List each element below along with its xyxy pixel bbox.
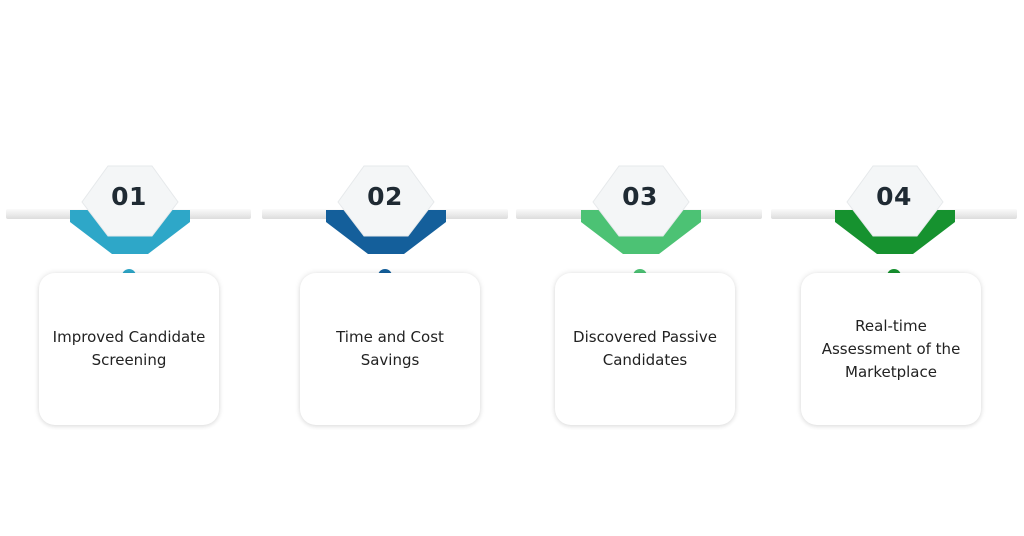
step-card-3: Discovered Passive Candidates: [555, 273, 735, 425]
badge-hexagon-1: [81, 165, 179, 237]
step-label-1: Improved Candidate Screening: [52, 328, 206, 369]
step-number-1: 01: [111, 182, 147, 211]
badge-hexagon-4: [846, 165, 944, 237]
step-number-3: 03: [622, 182, 658, 211]
step-label-4: Real-time Assessment of the Marketplace: [821, 316, 961, 381]
hexagon-badge-4: [835, 165, 955, 254]
step-3: 03 Discovered Passive Candidates: [515, 0, 765, 536]
step-card-2: Time and Cost Savings: [300, 273, 480, 425]
step-2: 02 Time and Cost Savings: [260, 0, 510, 536]
hexagon-badge-2: [326, 165, 446, 254]
badge-hexagon-3: [592, 165, 690, 237]
step-card-1: Improved Candidate Screening: [39, 273, 219, 425]
step-card-4: Real-time Assessment of the Marketplace: [801, 273, 981, 425]
step-number-4: 04: [876, 182, 912, 211]
step-label-2: Time and Cost Savings: [336, 328, 444, 369]
hexagon-badge-1: [70, 165, 190, 254]
step-4: 04 Real-time Assessment of the Marketpla…: [769, 0, 1019, 536]
step-1: 01 Improved Candidate Screening: [4, 0, 254, 536]
step-number-2: 02: [367, 182, 403, 211]
step-label-3: Discovered Passive Candidates: [573, 328, 717, 369]
hexagon-badge-3: [581, 165, 701, 254]
badge-hexagon-2: [337, 165, 435, 237]
